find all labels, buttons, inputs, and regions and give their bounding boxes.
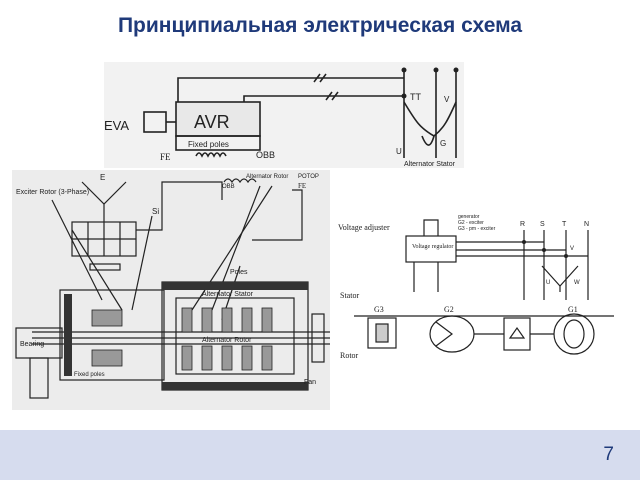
u-phase-label: U	[546, 280, 550, 286]
alternator-rotor-label: Alternator Rotor	[202, 337, 252, 344]
tt-label: TT	[410, 92, 421, 102]
fan-label: Fan	[304, 379, 316, 386]
stator-label: Stator	[340, 291, 359, 300]
t-label: T	[562, 221, 567, 228]
s-label: S	[540, 221, 545, 228]
fe-label-2: FE	[298, 182, 306, 190]
eva-label: EVA	[104, 118, 129, 133]
generator-cutaway-diagram: Exciter Rotor (3-Phase) E Si Alternator …	[12, 170, 330, 410]
v-phase-label: V	[570, 246, 574, 252]
si-label: Si	[152, 207, 159, 216]
voltage-adjuster-label: Voltage adjuster	[338, 223, 390, 232]
slide-title: Принципиальная электрическая схема	[117, 14, 523, 37]
rotor-label: Rotor	[340, 351, 359, 360]
fe-label: FE	[160, 152, 171, 162]
alternator-stator-label-2: Alternator Stator	[202, 291, 254, 298]
fixed-poles-label: Fixed poles	[188, 140, 229, 149]
obb-label-2: OBB	[222, 184, 235, 190]
u-label: U	[396, 147, 402, 156]
e-label: E	[100, 173, 105, 182]
n-label: N	[584, 221, 589, 228]
slide-footer: 7	[0, 430, 640, 480]
fixed-poles-label-2: Fixed poles	[74, 372, 105, 378]
g2-label: G2	[444, 305, 454, 314]
potop-label: POTOP	[298, 174, 319, 180]
page-number: 7	[603, 444, 614, 465]
legend-exciter: G2 - exciter	[458, 220, 484, 226]
obb-label: OBB	[256, 150, 275, 160]
alternator-stator-label: Alternator Stator	[404, 161, 456, 168]
legend-pm-exciter: G3 - pm - exciter	[458, 226, 496, 232]
r-label: R	[520, 221, 525, 228]
avr-label: AVR	[194, 112, 230, 132]
g3-label: G3	[374, 305, 384, 314]
v-label: V	[444, 95, 450, 104]
voltage-regulator-schematic: Voltage adjuster Voltage regulator gener…	[334, 210, 632, 376]
exciter-rotor-label: Exciter Rotor (3-Phase)	[16, 189, 89, 196]
g-label: G	[440, 139, 446, 148]
legend-generator: generator	[458, 214, 480, 220]
avr-wiring-diagram: EVA AVR Fixed poles FE OBB TT U V G Alte…	[104, 62, 464, 168]
bearing-label: Bearing	[20, 341, 44, 348]
voltage-regulator-label: Voltage regulator	[412, 244, 453, 250]
poles-label: Poles	[230, 269, 248, 276]
w-phase-label: W	[574, 280, 580, 286]
alternator-rotor-top-label: Alternator Rotor	[246, 174, 288, 180]
g1-label: G1	[568, 305, 578, 314]
